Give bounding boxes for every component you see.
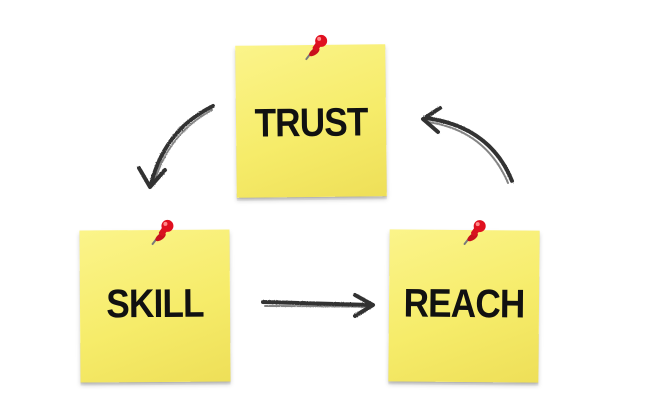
note-label-trust: TRUST <box>254 100 368 146</box>
arrow-skill-to-reach <box>261 293 375 318</box>
note-label-skill: SKILL <box>106 281 204 327</box>
note-skill: SKILL <box>79 219 231 383</box>
pushpin-icon <box>305 34 328 61</box>
pushpin-icon <box>151 219 174 246</box>
arrow-trust-to-skill <box>137 104 215 189</box>
note-label-reach: REACH <box>403 281 525 327</box>
pushpin-icon <box>463 220 486 246</box>
note-trust: TRUST <box>235 34 387 198</box>
note-reach: REACH <box>388 220 540 383</box>
arrow-reach-to-trust <box>421 106 514 184</box>
